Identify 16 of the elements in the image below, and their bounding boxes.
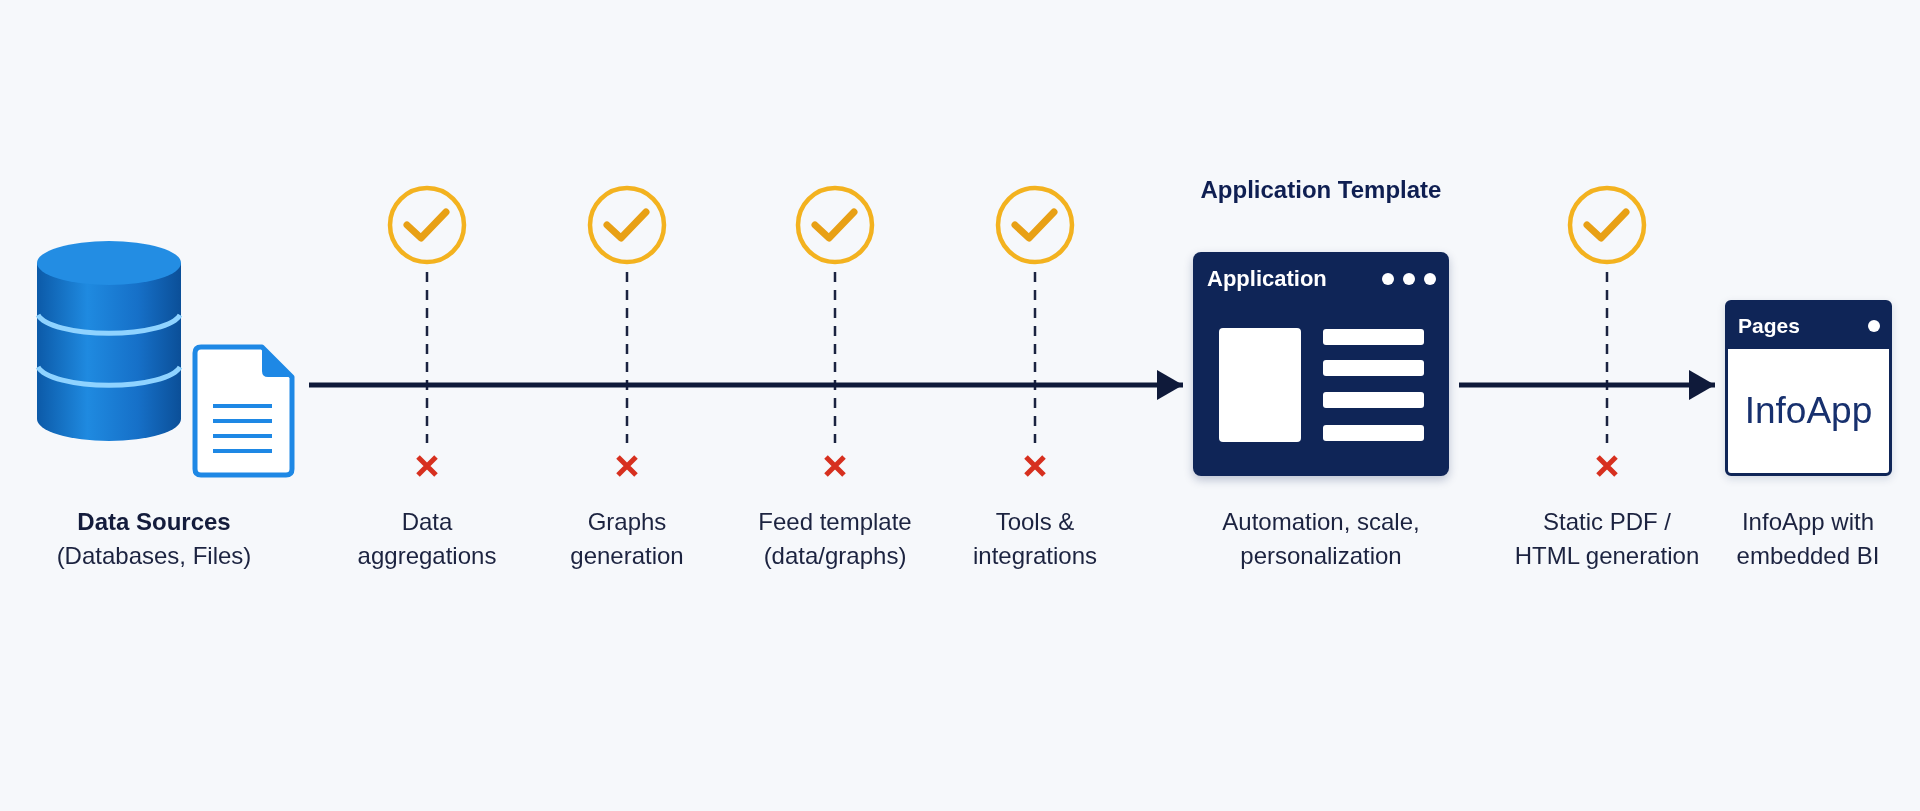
window-title: Pages bbox=[1738, 313, 1800, 339]
arrow bbox=[309, 370, 1183, 400]
heading: Application Template bbox=[1199, 175, 1443, 205]
node-label-title: Data Sources bbox=[76, 507, 232, 537]
step-label: Feed template (data/graphs) bbox=[757, 507, 913, 571]
arrow bbox=[1459, 370, 1715, 400]
step-label: Tools & integrations bbox=[971, 507, 1099, 571]
step-label: Static PDF / HTML generation bbox=[1513, 507, 1701, 571]
step-label: Graphs generation bbox=[569, 507, 685, 571]
node-label: Automation, scale, personalization bbox=[1221, 507, 1421, 571]
page-window bbox=[1725, 300, 1892, 476]
step-label: Data aggregations bbox=[356, 507, 498, 571]
window-body-text: InfoApp bbox=[1744, 389, 1873, 433]
node-label: (Databases, Files) bbox=[55, 541, 253, 571]
node-label: InfoApp with embedded BI bbox=[1735, 507, 1881, 571]
window-title: Application bbox=[1207, 265, 1327, 293]
